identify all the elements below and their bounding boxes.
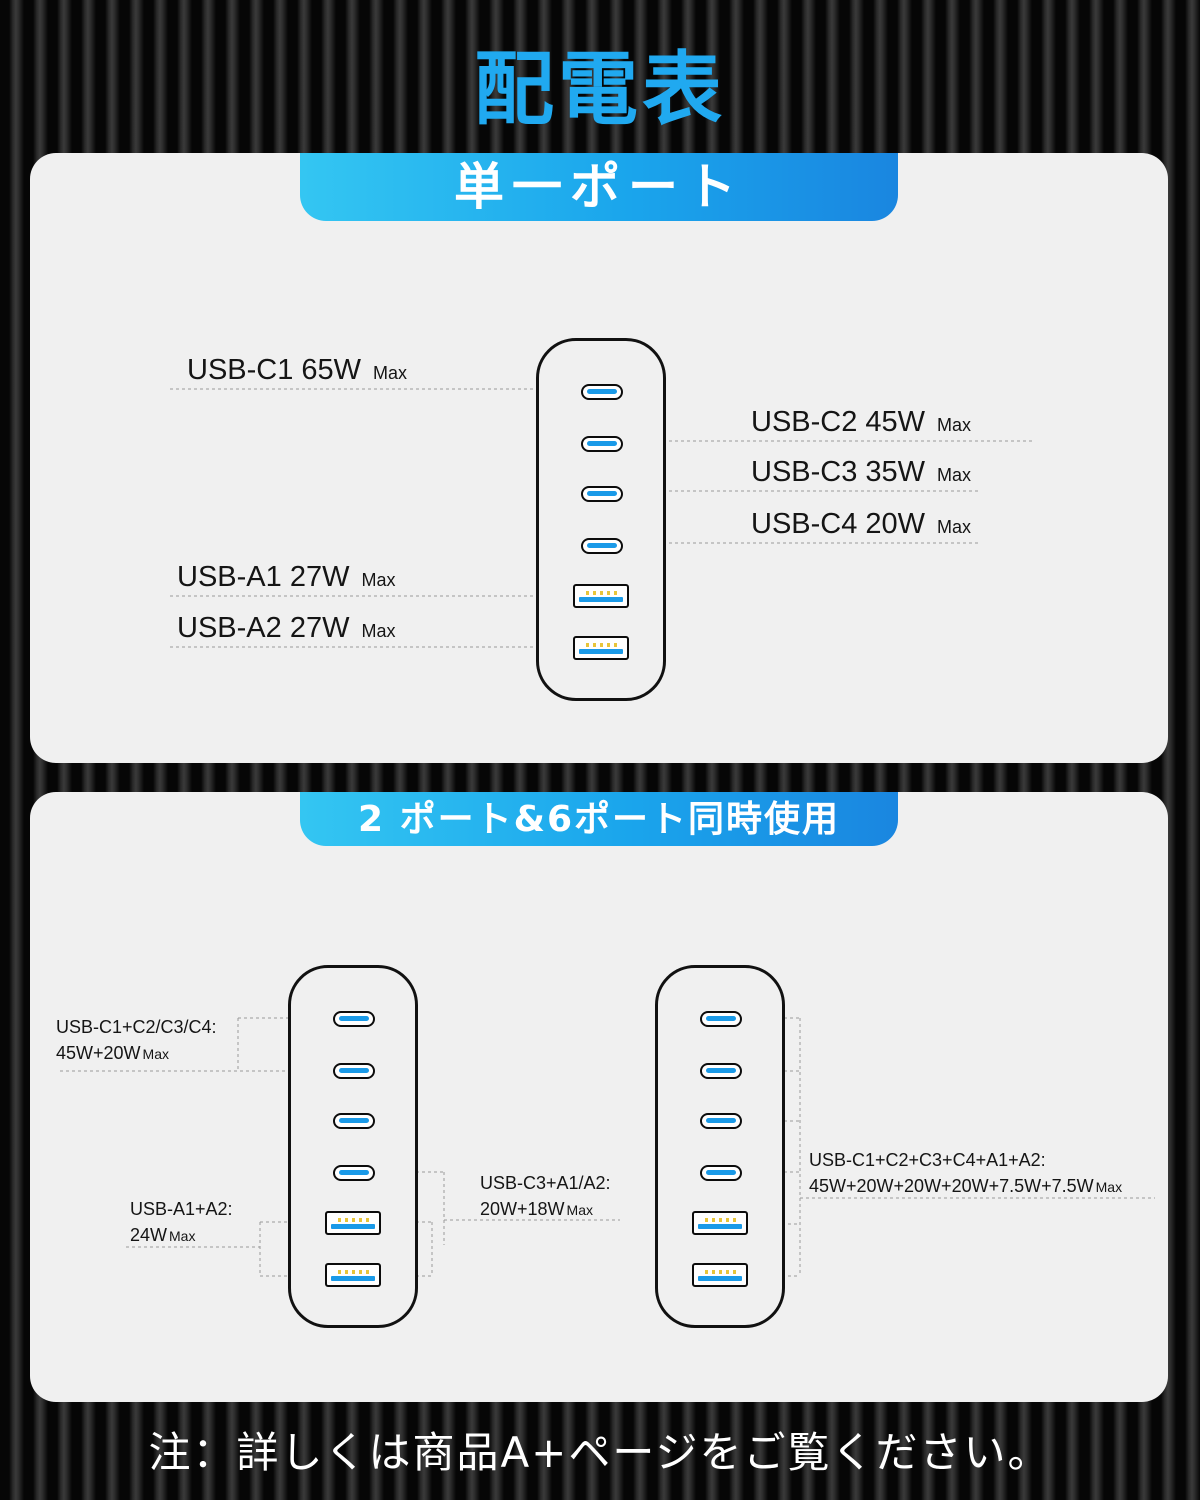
combo-all-ports-max: Max — [1095, 1179, 1123, 1195]
single-port-banner: 単一ポート — [300, 153, 898, 221]
usb-c3-port-icon — [700, 1113, 742, 1129]
usb-a1-port-icon — [692, 1211, 748, 1235]
usb-c2-max: Max — [937, 415, 972, 435]
combo-all-ports-ports: USB-C1+C2+C3+C4+A1+A2: — [809, 1150, 1046, 1170]
usb-c1-power: USB-C1 65W — [187, 354, 362, 386]
combo-c3-a1a2-power: 20W+18W — [480, 1199, 565, 1219]
usb-c1-port-icon — [333, 1011, 375, 1027]
usb-c1-port-icon — [581, 384, 623, 400]
multi-port-panel: 2 ポート&6ポート同時使用 — [30, 792, 1168, 1402]
combo-c3-a1a2-max: Max — [566, 1202, 593, 1218]
page-title: 配電表 — [474, 43, 726, 136]
combo-c1-c2c3c4-power: 45W+20W — [56, 1043, 141, 1063]
combo-c1-c2c3c4-ports: USB-C1+C2/C3/C4: — [56, 1017, 217, 1037]
usb-c2-label: USB-C2 45W Max — [751, 405, 971, 442]
combo-all-ports-power: 45W+20W+20W+20W+7.5W+7.5W — [809, 1176, 1094, 1196]
usb-c2-port-icon — [581, 436, 623, 452]
usb-a2-power: USB-A2 27W — [177, 612, 350, 644]
usb-c4-port-icon — [333, 1165, 375, 1181]
combo-all-ports-label: USB-C1+C2+C3+C4+A1+A2: 45W+20W+20W+20W+7… — [809, 1147, 1122, 1200]
usb-c4-port-icon — [700, 1165, 742, 1181]
usb-a2-port-icon — [325, 1263, 381, 1287]
usb-c1-label: USB-C1 65W Max — [187, 353, 407, 390]
usb-a1-label: USB-A1 27W Max — [177, 560, 395, 597]
footer-note: 注：詳しくは商品A+ページをご覧ください。 — [148, 1428, 1052, 1477]
combo-a1-a2-ports: USB-A1+A2: — [130, 1199, 233, 1219]
usb-c2-port-icon — [333, 1063, 375, 1079]
usb-c4-max: Max — [937, 517, 972, 537]
usb-a1-power: USB-A1 27W — [177, 561, 350, 593]
usb-a2-max: Max — [361, 621, 396, 641]
usb-c3-power: USB-C3 35W — [751, 456, 926, 488]
usb-a2-label: USB-A2 27W Max — [177, 611, 395, 648]
usb-a2-port-icon — [692, 1263, 748, 1287]
charger-diagram-right — [655, 965, 785, 1328]
multi-port-banner: 2 ポート&6ポート同時使用 — [300, 792, 898, 846]
combo-a1-a2-power: 24W — [130, 1225, 168, 1245]
usb-c1-port-icon — [700, 1011, 742, 1027]
combo-c1-c2c3c4-max: Max — [142, 1046, 169, 1062]
usb-a2-port-icon — [573, 636, 629, 660]
usb-c2-power: USB-C2 45W — [751, 406, 926, 438]
usb-c3-max: Max — [937, 465, 972, 485]
usb-a1-port-icon — [325, 1211, 381, 1235]
usb-c4-power: USB-C4 20W — [751, 508, 926, 540]
usb-c4-label: USB-C4 20W Max — [751, 507, 971, 544]
combo-a1-a2-max: Max — [169, 1228, 196, 1244]
charger-front-diagram — [536, 338, 666, 701]
usb-c1-max: Max — [373, 363, 408, 383]
usb-c3-port-icon — [333, 1113, 375, 1129]
usb-a1-port-icon — [573, 584, 629, 608]
usb-a1-max: Max — [361, 570, 396, 590]
usb-c3-port-icon — [581, 486, 623, 502]
combo-c3-a1a2-ports: USB-C3+A1/A2: — [480, 1173, 611, 1193]
single-port-panel: 単一ポート USB-C1 65W Max USB-C2 45W Max — [30, 153, 1168, 763]
charger-diagram-left — [288, 965, 418, 1328]
usb-c2-port-icon — [700, 1063, 742, 1079]
usb-c4-port-icon — [581, 538, 623, 554]
usb-c3-label: USB-C3 35W Max — [751, 455, 971, 492]
multi-port-leader-lines — [60, 1016, 1155, 1278]
